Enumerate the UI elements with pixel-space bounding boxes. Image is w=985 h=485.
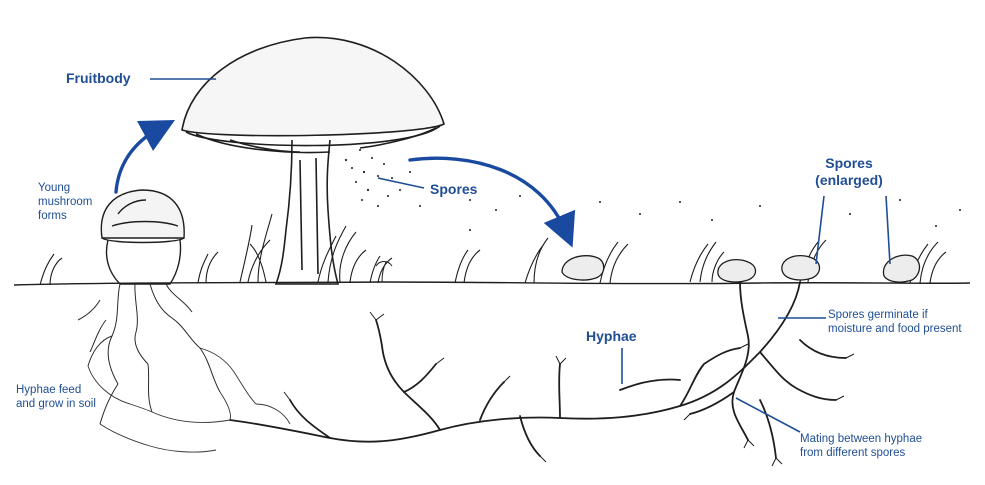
hyphae-network (230, 282, 846, 458)
spores-leader-line (378, 178, 424, 188)
young-mushroom (101, 190, 184, 284)
label-hyphae-feed: Hyphae feed and grow in soil (16, 383, 96, 411)
fine-hyphae-left (88, 348, 290, 452)
label-spores: Spores (430, 181, 477, 198)
label-spores-enlarged: Spores (enlarged) (800, 155, 898, 189)
label-hyphae: Hyphae (586, 328, 637, 345)
hyphae-tips (284, 312, 854, 466)
label-fruitbody: Fruitbody (66, 70, 131, 87)
spores-enlarged-right-leader-line (886, 196, 890, 264)
young-to-fruitbody-arrow (116, 128, 160, 192)
young-mushroom-roots (78, 284, 220, 424)
spores-enlarged-left-leader-line (816, 196, 824, 264)
mating-leader-line (736, 398, 800, 432)
germinating-spores (718, 256, 820, 282)
label-spores-germinate: Spores germinate if moisture and food pr… (828, 308, 962, 336)
growth-arrows (116, 128, 566, 232)
label-young-mushroom: Young mushroom forms (38, 181, 92, 223)
label-mating: Mating between hyphae from different spo… (800, 432, 922, 460)
fruitbody (182, 37, 444, 284)
